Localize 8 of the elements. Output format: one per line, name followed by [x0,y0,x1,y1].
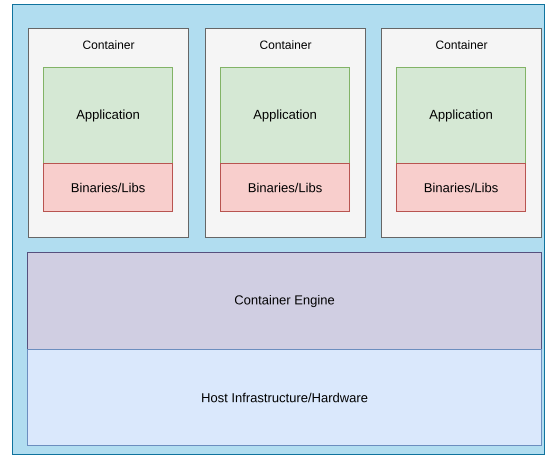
hardware-layer: Host Infrastructure/Hardware [27,349,542,446]
library-box: Binaries/Libs [220,163,350,212]
application-box: Application [220,67,350,164]
library-box: Binaries/Libs [396,163,526,212]
application-box: Application [396,67,526,164]
library-box: Binaries/Libs [43,163,173,212]
engine-layer: Container Engine [27,252,542,350]
application-box: Application [43,67,173,164]
